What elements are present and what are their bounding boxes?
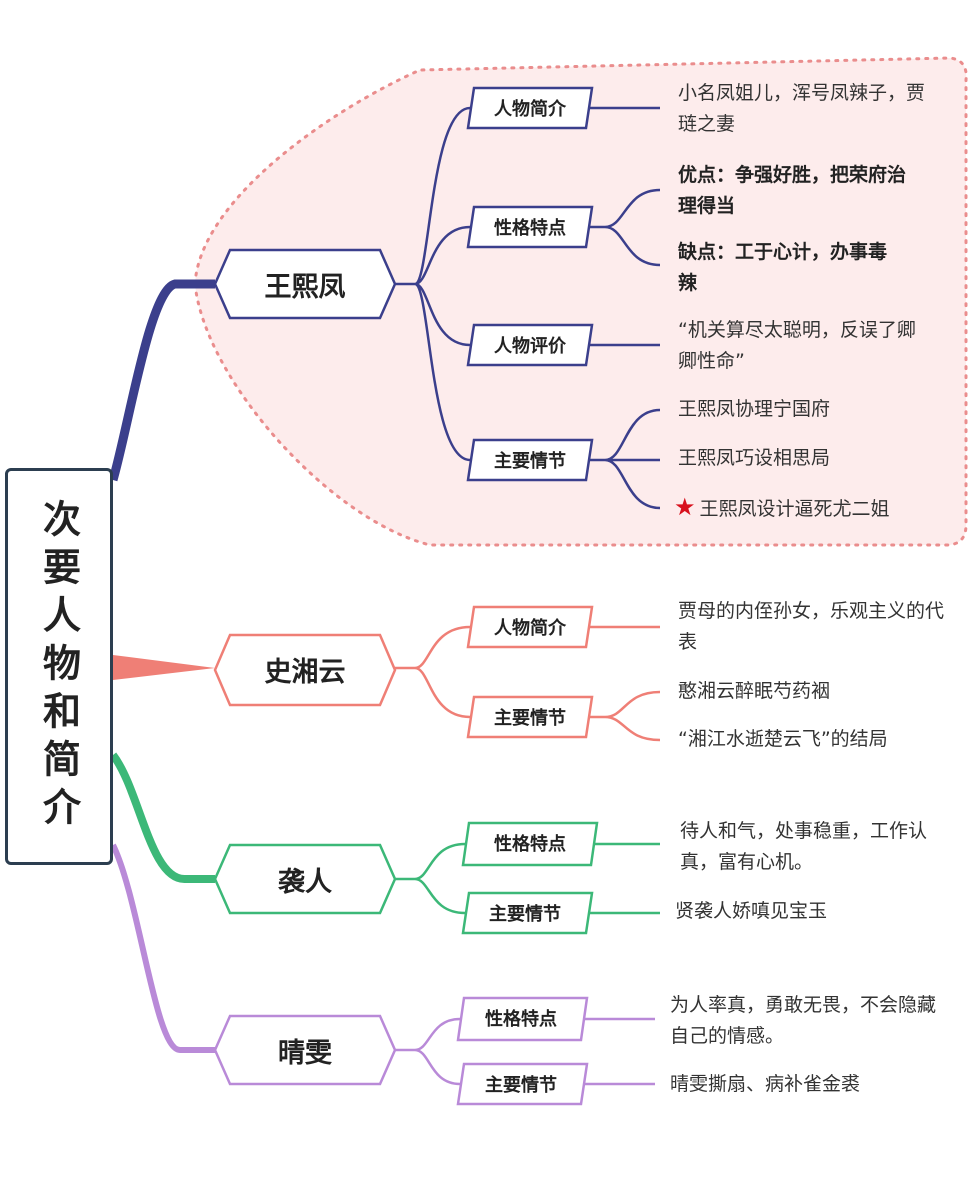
leaf-text: 贾母的内侄孙女，乐观主义的代表: [678, 600, 945, 653]
leaf-text: 为人率真，勇敢无畏，不会隐藏自己的情感。: [670, 994, 937, 1047]
highlight-cloud: [193, 56, 968, 547]
leaf-text: 小名凤姐儿，浑号凤辣子，贾琏之妻: [678, 82, 926, 135]
leaf-text: “机关算尽太聪明，反误了卿卿性命”: [678, 319, 916, 372]
node-wangxifeng[interactable]: 王熙凤: [264, 271, 346, 303]
node-xiren[interactable]: 袭人: [278, 866, 332, 898]
sub-node-personality[interactable]: 性格特点: [485, 1009, 557, 1030]
branch-xiren: [109, 752, 215, 884]
leaf-text: 待人和气，处事稳重，工作认真，富有心机。: [680, 820, 928, 873]
sub-node-plot[interactable]: 主要情节: [494, 708, 566, 729]
branch-qingwen: [110, 843, 215, 1053]
red-star-icon: ★: [674, 493, 696, 521]
leaf-text: 王熙凤协理宁国府: [678, 398, 831, 420]
leaf-text: 王熙凤设计逼死尤二姐: [699, 498, 890, 520]
sub-node-plot[interactable]: 主要情节: [494, 451, 566, 472]
leaf-text: 缺点：工于心计，办事毒辣: [678, 241, 888, 294]
sub-node-plot[interactable]: 主要情节: [489, 904, 561, 925]
root-node[interactable]: 次要人物和简介: [5, 468, 113, 865]
sub-node-intro[interactable]: 人物简介: [494, 99, 566, 120]
node-qingwen[interactable]: 晴雯: [278, 1037, 332, 1069]
sub-node-personality[interactable]: 性格特点: [494, 834, 566, 855]
branch-wang: [108, 279, 215, 482]
sub-node-intro[interactable]: 人物简介: [494, 618, 566, 639]
branch-shi: [113, 655, 215, 680]
sub-node-plot[interactable]: 主要情节: [485, 1075, 557, 1096]
leaf-text: “湘江水逝楚云飞”的结局: [678, 728, 888, 750]
leaf-item: ★王熙凤设计逼死尤二姐: [674, 492, 944, 525]
leaf-text: 王熙凤巧设相思局: [678, 447, 831, 469]
leaf-text: 贤袭人娇嗔见宝玉: [675, 900, 828, 922]
leaf-text: 优点：争强好胜，把荣府治理得当: [678, 164, 907, 217]
sub-node-evaluation[interactable]: 人物评价: [494, 336, 566, 357]
sub-node-personality[interactable]: 性格特点: [494, 218, 566, 239]
node-shixiangyun[interactable]: 史湘云: [264, 656, 346, 688]
leaf-text: 晴雯撕扇、病补雀金裘: [670, 1073, 861, 1095]
root-title: 次要人物和简介: [36, 498, 81, 835]
leaf-text: 憨湘云醉眠芍药裀: [678, 680, 831, 702]
